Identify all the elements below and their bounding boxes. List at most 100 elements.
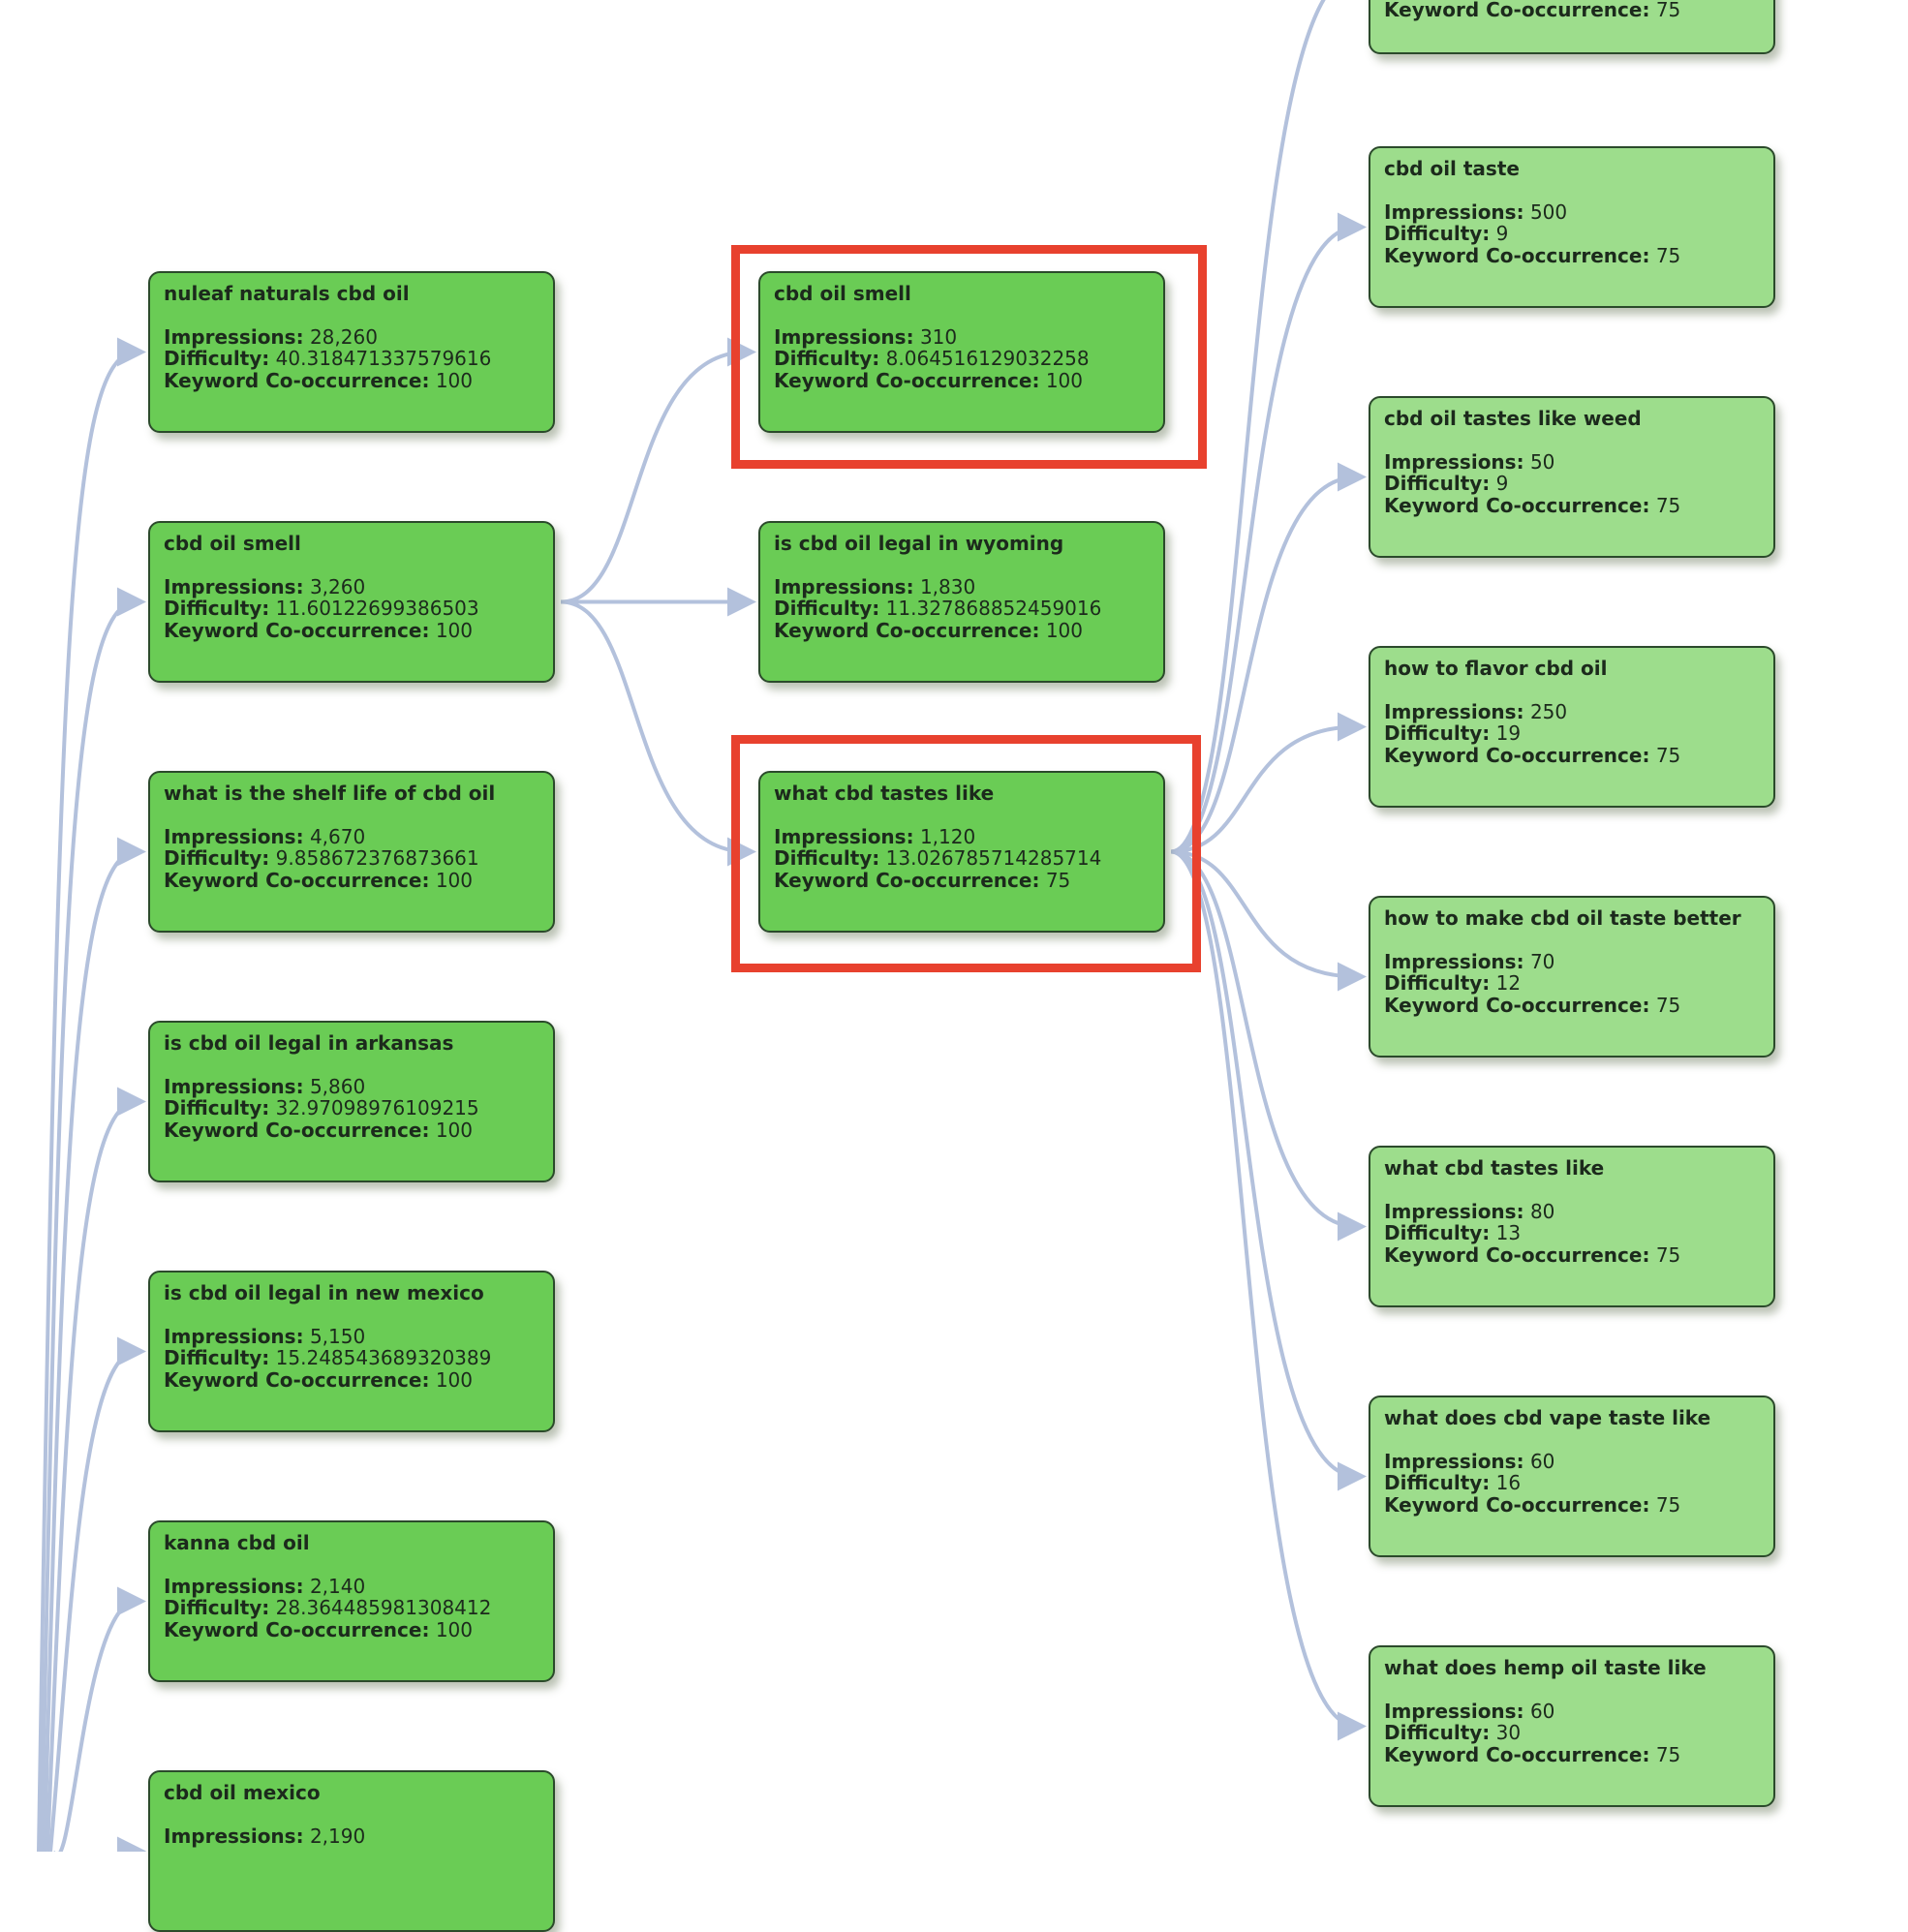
impressions-value: 3,260	[309, 574, 366, 598]
cooccurrence-label: Keyword Co-occurrence:	[164, 618, 430, 642]
node-hemp-oil-taste[interactable]: what does hemp oil taste like Impression…	[1369, 1645, 1775, 1807]
difficulty-value: 8.064516129032258	[885, 347, 1090, 370]
cooccurrence-row: Keyword Co-occurrence: 100	[164, 618, 539, 642]
difficulty-value: 28.364485981308412	[275, 1596, 492, 1619]
cooccurrence-value: 100	[435, 868, 474, 892]
edge-tastes-m-to-top-r	[1170, 0, 1327, 854]
difficulty-row: Difficulty: 13.026785714285714	[774, 847, 1150, 870]
difficulty-label: Difficulty:	[164, 597, 270, 620]
edge-arrowhead	[1338, 1711, 1367, 1741]
difficulty-label: Difficulty:	[1384, 721, 1491, 745]
cooccurrence-value: 75	[1655, 0, 1681, 21]
edge-smell-l-to-smell-m	[560, 350, 748, 604]
cooccurrence-row: Keyword Co-occurrence: 75	[1384, 744, 1760, 767]
node-cbd-oil-tastes-like-weed[interactable]: cbd oil tastes like weed Impressions: 50…	[1369, 396, 1775, 558]
node-cbd-vape-taste[interactable]: what does cbd vape taste like Impression…	[1369, 1395, 1775, 1557]
node-title: cbd oil mexico	[164, 1781, 321, 1804]
impressions-row: Impressions: 4,670	[164, 824, 539, 848]
node-shelf-life-of-cbd-oil[interactable]: what is the shelf life of cbd oil Impres…	[148, 771, 555, 933]
cooccurrence-label: Keyword Co-occurrence:	[774, 368, 1040, 392]
edge-into-arkansas	[46, 1099, 138, 1852]
difficulty-value: 11.327868852459016	[885, 597, 1102, 620]
impressions-label: Impressions:	[774, 574, 914, 598]
impressions-label: Impressions:	[1384, 449, 1524, 474]
node-cbd-oil-smell[interactable]: cbd oil smell Impressions: 3,260 Difficu…	[148, 521, 555, 683]
edge-arrowhead	[1338, 1211, 1367, 1242]
difficulty-value: 32.97098976109215	[275, 1096, 479, 1119]
cooccurrence-row: Keyword Co-occurrence: 75	[1384, 243, 1760, 267]
cooccurrence-row: Keyword Co-occurrence: 100	[164, 1119, 539, 1142]
difficulty-row: Difficulty: 11.60122699386503	[164, 598, 539, 620]
cooccurrence-row: Keyword Co-occurrence: 100	[774, 618, 1150, 642]
cooccurrence-label: Keyword Co-occurrence:	[164, 1118, 430, 1142]
edge-arrowhead	[117, 1586, 146, 1616]
impressions-row: Impressions: 60	[1384, 1699, 1760, 1723]
cooccurrence-value: 100	[435, 1617, 474, 1641]
node-kanna-cbd-oil[interactable]: kanna cbd oil Impressions: 2,140 Difficu…	[148, 1520, 555, 1682]
node-cbd-legal-wyoming[interactable]: is cbd oil legal in wyoming Impressions:…	[758, 521, 1165, 683]
cooccurrence-label: Keyword Co-occurrence:	[164, 1367, 430, 1392]
node-partially-visible[interactable]: Keyword Co-occurrence: 75	[1369, 0, 1775, 54]
cooccurrence-row: Keyword Co-occurrence: 75	[1384, 1493, 1760, 1517]
difficulty-row: Difficulty: 9	[1384, 223, 1760, 245]
node-title: is cbd oil legal in wyoming	[774, 532, 1064, 555]
impressions-value: 70	[1529, 949, 1555, 973]
impressions-value: 5,150	[309, 1324, 366, 1348]
cooccurrence-row: Keyword Co-occurrence: 100	[164, 1617, 539, 1641]
cooccurrence-value: 75	[1655, 993, 1681, 1017]
node-nuleaf-naturals-cbd-oil[interactable]: nuleaf naturals cbd oil Impressions: 28,…	[148, 271, 555, 433]
impressions-value: 250	[1529, 699, 1568, 723]
impressions-value: 4,670	[309, 824, 366, 848]
cooccurrence-row: Keyword Co-occurrence: 100	[164, 1367, 539, 1392]
node-title: cbd oil tastes like weed	[1384, 407, 1642, 430]
edge-arrowhead	[1338, 1461, 1367, 1491]
impressions-row: Impressions: 28,260	[164, 325, 539, 349]
difficulty-label: Difficulty:	[1384, 472, 1491, 495]
node-cbd-legal-arkansas[interactable]: is cbd oil legal in arkansas Impressions…	[148, 1021, 555, 1182]
highlight-frame	[731, 245, 1207, 469]
impressions-row: Impressions: 50	[1384, 449, 1760, 474]
edge-into-newmexico	[48, 1349, 138, 1852]
difficulty-value: 13	[1495, 1221, 1522, 1244]
impressions-label: Impressions:	[1384, 1199, 1524, 1223]
difficulty-value: 40.318471337579616	[275, 347, 492, 370]
impressions-label: Impressions:	[1384, 949, 1524, 973]
node-what-cbd-tastes-like[interactable]: what cbd tastes like Impressions: 1,120 …	[758, 771, 1165, 933]
cooccurrence-value: 100	[1045, 618, 1084, 642]
node-title: cbd oil smell	[774, 282, 911, 305]
difficulty-row: Difficulty: 40.318471337579616	[164, 348, 539, 370]
impressions-value: 1,830	[919, 574, 976, 598]
node-cbd-legal-new-mexico[interactable]: is cbd oil legal in new mexico Impressio…	[148, 1271, 555, 1432]
edge-arrowhead	[1338, 962, 1367, 992]
node-what-cbd-tastes-like-child[interactable]: what cbd tastes like Impressions: 80 Dif…	[1369, 1146, 1775, 1307]
node-how-to-flavor-cbd-oil[interactable]: how to flavor cbd oil Impressions: 250 D…	[1369, 646, 1775, 808]
difficulty-value: 12	[1495, 971, 1522, 995]
cooccurrence-label: Keyword Co-occurrence:	[1384, 1742, 1650, 1766]
node-make-cbd-oil-taste-better[interactable]: how to make cbd oil taste better Impress…	[1369, 896, 1775, 1058]
cooccurrence-value: 75	[1655, 243, 1681, 267]
edge-arrowhead	[117, 1087, 146, 1117]
cooccurrence-value: 75	[1045, 868, 1071, 892]
node-cbd-oil-taste[interactable]: cbd oil taste Impressions: 500 Difficult…	[1369, 146, 1775, 308]
node-cbd-oil-smell-child[interactable]: cbd oil smell Impressions: 310 Difficult…	[758, 271, 1165, 433]
difficulty-label: Difficulty:	[1384, 971, 1491, 995]
difficulty-label: Difficulty:	[164, 347, 270, 370]
difficulty-label: Difficulty:	[164, 846, 270, 870]
edge-arrowhead	[117, 337, 146, 367]
impressions-label: Impressions:	[164, 1074, 304, 1098]
impressions-label: Impressions:	[164, 574, 304, 598]
impressions-label: Impressions:	[1384, 1449, 1524, 1473]
impressions-value: 60	[1529, 1449, 1555, 1473]
node-title: what cbd tastes like	[774, 782, 995, 805]
cooccurrence-value: 100	[435, 1118, 474, 1142]
difficulty-label: Difficulty:	[164, 1596, 270, 1619]
impressions-value: 1,120	[919, 824, 976, 848]
cooccurrence-row: Keyword Co-occurrence: 75	[774, 868, 1150, 892]
cooccurrence-value: 100	[435, 368, 474, 392]
edge-tastes-m-to-hemp	[1170, 849, 1358, 1729]
impressions-row: Impressions: 2,140	[164, 1575, 539, 1598]
impressions-label: Impressions:	[1384, 1699, 1524, 1723]
node-title: cbd oil smell	[164, 532, 301, 555]
impressions-label: Impressions:	[1384, 699, 1524, 723]
impressions-label: Impressions:	[164, 1324, 304, 1348]
